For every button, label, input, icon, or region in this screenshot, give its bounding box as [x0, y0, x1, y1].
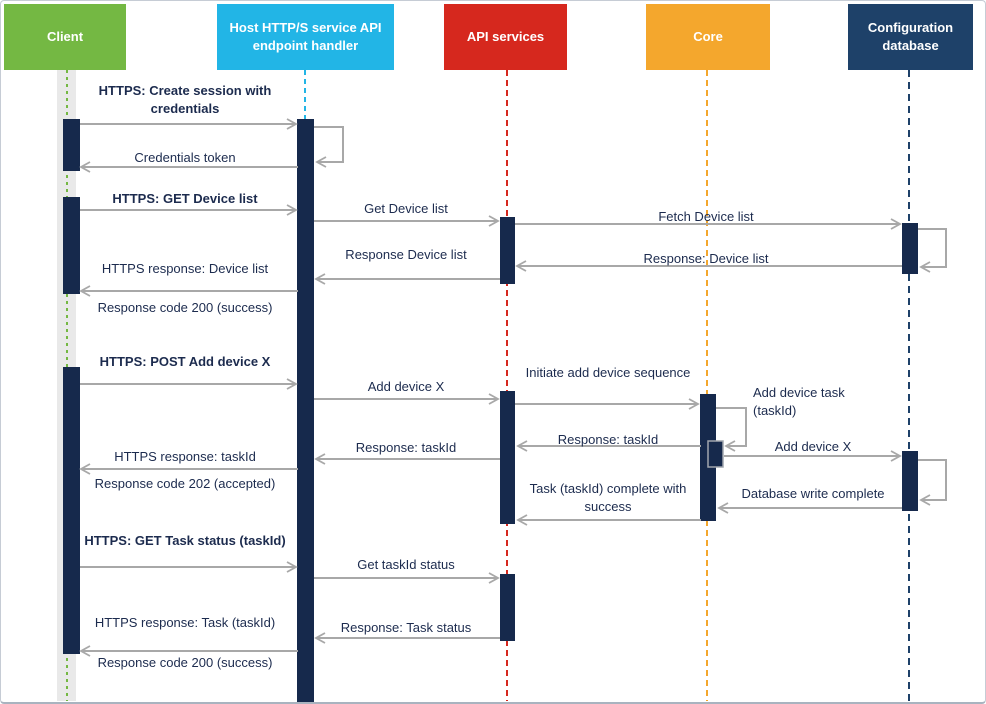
arrow-head — [717, 502, 729, 514]
activation-bar-config-db — [902, 223, 918, 274]
message-label: Response Device list — [345, 247, 467, 262]
activation-bar-client — [63, 119, 80, 171]
message-label: HTTPS response: Task (taskId) — [94, 615, 276, 630]
arrow-head — [515, 260, 527, 272]
message-label: Response: taskId — [557, 432, 659, 447]
arrow-head — [79, 161, 91, 173]
message-label: HTTPS: GET Task status (taskId) — [84, 533, 286, 548]
message-label: Credentials token — [134, 150, 236, 165]
message-label: Add device X — [367, 379, 445, 394]
arrow-head — [488, 393, 500, 405]
arrow-head — [79, 645, 91, 657]
actor-host-handler: Host HTTP/S service API endpoint handler — [217, 4, 394, 70]
arrow-head — [314, 453, 326, 465]
arrow-head — [516, 514, 528, 526]
message-label: Response code 200 (success) — [97, 300, 273, 315]
message-arrows — [79, 118, 947, 657]
arrow-head — [314, 273, 326, 285]
arrow-head — [315, 156, 327, 168]
activation-bar-config-db — [902, 451, 918, 511]
message-label: Get taskId status — [357, 557, 455, 572]
arrow-head — [688, 398, 700, 410]
message-label: Response code 202 (accepted) — [94, 476, 276, 491]
activation-bar-api-services — [500, 574, 515, 641]
arrow-head — [890, 450, 902, 462]
message-label: Fetch Device list — [658, 209, 754, 224]
arrow-head — [286, 378, 298, 390]
message-label: Response: taskId — [355, 440, 457, 455]
arrow-head — [79, 285, 91, 297]
actor-label: Core — [693, 29, 723, 44]
message-label: Get Device list — [364, 201, 448, 216]
activation-bar-host-handler — [297, 119, 314, 702]
message-label: Response: Device list — [643, 251, 769, 266]
message-label: Add device task (taskId) — [753, 385, 845, 418]
actor-label: Host HTTP/S service API endpoint handler — [229, 20, 382, 53]
message-label: Initiate add device sequence — [525, 365, 691, 380]
actor-label: API services — [466, 29, 545, 44]
message-label: Response code 200 (success) — [97, 655, 273, 670]
arrow-head — [488, 215, 500, 227]
message-label: Response: Task status — [340, 620, 472, 635]
arrow-head — [79, 463, 91, 475]
activation-bar-api-services — [500, 391, 515, 524]
arrow-head — [286, 204, 298, 216]
activation-bar-client — [63, 367, 80, 654]
arrow-head — [516, 440, 528, 452]
actor-core: Core — [646, 4, 770, 70]
arrow-head — [286, 118, 298, 130]
actor-config-db: Configuration database — [848, 4, 973, 70]
arrow-head — [890, 218, 902, 230]
arrow-head — [919, 494, 931, 506]
activation-bar-client — [63, 197, 80, 294]
activation-bar-core-nested — [707, 440, 724, 468]
message-label: HTTPS response: Device list — [101, 261, 269, 276]
self-call-loop — [918, 459, 947, 501]
activation-bars — [63, 119, 918, 702]
arrow-head — [314, 632, 326, 644]
arrow-head — [488, 572, 500, 584]
message-label: HTTPS: Create session with credentials — [98, 83, 272, 116]
arrow-head — [286, 561, 298, 573]
self-call-loop — [918, 228, 947, 268]
activation-bar-api-services — [500, 217, 515, 284]
self-call-loop — [716, 407, 747, 447]
message-label: HTTPS response: taskId — [114, 449, 256, 464]
message-label: Task (taskId) complete with success — [529, 481, 687, 514]
actor-label: Configuration database — [867, 20, 954, 53]
arrow-head — [919, 261, 931, 273]
actor-api-services: API services — [444, 4, 567, 70]
arrow-head — [724, 440, 736, 452]
message-label: HTTPS: POST Add device X — [99, 354, 271, 369]
actor-label: Client — [46, 29, 84, 44]
message-label: HTTPS: GET Device list — [112, 191, 258, 206]
message-label: Database write complete — [741, 486, 885, 501]
actor-client: Client — [4, 4, 126, 70]
self-call-loop — [314, 126, 344, 163]
message-label: Add device X — [774, 439, 852, 454]
